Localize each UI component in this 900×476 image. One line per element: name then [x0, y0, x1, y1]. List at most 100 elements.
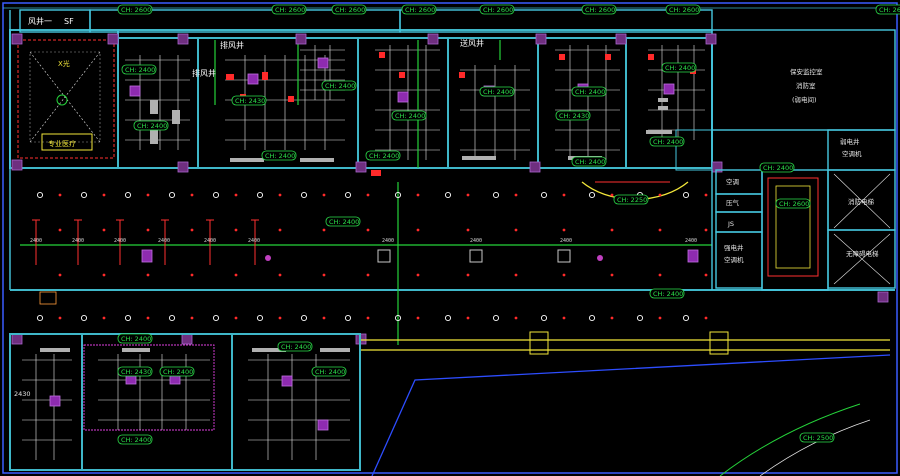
ceiling-height-text: CH: 2400 [281, 343, 311, 351]
sprinkler [146, 316, 150, 320]
dim-label: 2400 [560, 238, 572, 244]
ceiling-height-tag: CH: 2400 [159, 366, 195, 377]
sprinkler [278, 228, 282, 232]
ceiling-height-text: CH: 2600 [879, 6, 900, 14]
downlight [492, 191, 500, 199]
downlight [124, 191, 132, 199]
room-label-fan: 风井一 [28, 16, 52, 26]
sprinkler [610, 193, 614, 197]
sprinkler [322, 273, 326, 277]
ceiling-height-text: CH: 2600 [669, 6, 699, 14]
downlight [588, 191, 596, 199]
ceiling-height-text: CH: 2400 [137, 122, 167, 130]
downlight [444, 191, 452, 199]
downlight [124, 314, 132, 322]
ceiling-height-text: CH: 2400 [121, 335, 151, 343]
ceiling-height-text: CH: 2400 [653, 290, 683, 298]
room-label-weak-shaft: 弱电井 [840, 137, 860, 146]
sprinkler [58, 273, 62, 277]
downlight [682, 314, 690, 322]
sprinkler [610, 273, 614, 277]
room-labels: 风井一 SF X光 专业医疗 排风井 排风井 送风井 保安监控室 消防室 (弱电… [14, 16, 879, 398]
corridor-fixtures [39, 249, 729, 355]
ceiling-height-tag: CH: 2500 [799, 432, 835, 443]
sprinkler [514, 193, 518, 197]
ceiling-height-tag: CH: 2400 [261, 150, 297, 161]
sprinkler [102, 316, 106, 320]
sprinkler [704, 316, 708, 320]
sprinkler [102, 228, 106, 232]
right-service-block [675, 129, 896, 291]
room-label-weak: (弱电间) [792, 95, 817, 104]
ceiling-height-text: CH: 2430 [121, 368, 151, 376]
sprinkler [704, 273, 708, 277]
ceiling-height-tag: CH: 2600 [875, 4, 900, 15]
ceiling-height-text: CH: 2400 [315, 368, 345, 376]
sprinkler [562, 273, 566, 277]
sprinkler [514, 316, 518, 320]
sprinkler [234, 228, 238, 232]
room-label-fire: 消防室 [796, 81, 816, 90]
room-label-strong-shaft: 强电井 [724, 243, 744, 252]
ceiling-height-tag: CH: 2400 [321, 80, 357, 91]
ceiling-height-tag: CH: 2600 [401, 4, 437, 15]
room-label-professional: 专业医疗 [48, 139, 76, 148]
ceiling-height-tag: CH: 2250 [613, 194, 649, 205]
dim-label: 2400 [204, 238, 216, 244]
ceiling-height-text: CH: 2400 [265, 152, 295, 160]
downlight [256, 191, 264, 199]
ceiling-height-text: CH: 2400 [653, 138, 683, 146]
downlight [444, 314, 452, 322]
downlight [168, 191, 176, 199]
sprinkler [466, 316, 470, 320]
ceiling-height-text: CH: 2400 [395, 112, 425, 120]
sprinkler [234, 193, 238, 197]
downlight [492, 314, 500, 322]
downlight [636, 314, 644, 322]
ceiling-height-text: CH: 2400 [329, 218, 359, 226]
sprinkler [416, 273, 420, 277]
sprinkler [278, 316, 282, 320]
downlight [212, 314, 220, 322]
ceiling-height-text: CH: 2400 [125, 66, 155, 74]
sprinkler [366, 273, 370, 277]
downlight [300, 314, 308, 322]
sprinkler [102, 273, 106, 277]
sprinkler [562, 228, 566, 232]
sprinkler [366, 316, 370, 320]
ceiling-height-tag: CH: 2400 [133, 120, 169, 131]
xray-room [17, 39, 115, 159]
ceiling-height-tag: CH: 2600 [581, 4, 617, 15]
ceiling-height-tag: CH: 2400 [391, 110, 427, 121]
ceiling-height-tag: CH: 2430 [555, 110, 591, 121]
ceiling-height-text: CH: 2600 [483, 6, 513, 14]
ceiling-height-tag: CH: 2600 [775, 198, 811, 209]
sprinkler [610, 228, 614, 232]
sprinkler [366, 193, 370, 197]
ceiling-height-text: CH: 2400 [483, 88, 513, 96]
main-corridor [10, 170, 895, 351]
room-label-pressure: 压气 [726, 198, 740, 207]
sprinkler [466, 273, 470, 277]
sprinkler [704, 193, 708, 197]
sprinkler [366, 228, 370, 232]
ceiling-height-text: CH: 2430 [235, 97, 265, 105]
room-label-js: JS [727, 220, 734, 228]
dim-label: 2400 [30, 238, 42, 244]
sprinkler [146, 273, 150, 277]
ceiling-height-text: CH: 2400 [325, 82, 355, 90]
sprinkler [658, 193, 662, 197]
downlight [300, 191, 308, 199]
ceiling-height-text: CH: 2400 [575, 88, 605, 96]
sprinkler [562, 316, 566, 320]
sprinkler [322, 316, 326, 320]
ceiling-height-text: CH: 2600 [121, 6, 151, 14]
ceiling-height-text: CH: 2600 [335, 6, 365, 14]
ceiling-height-tag: CH: 2400 [649, 136, 685, 147]
downlight [36, 314, 44, 322]
sprinkler [416, 193, 420, 197]
ceiling-height-tag: CH: 2400 [121, 64, 157, 75]
ceiling-grids [125, 40, 705, 168]
